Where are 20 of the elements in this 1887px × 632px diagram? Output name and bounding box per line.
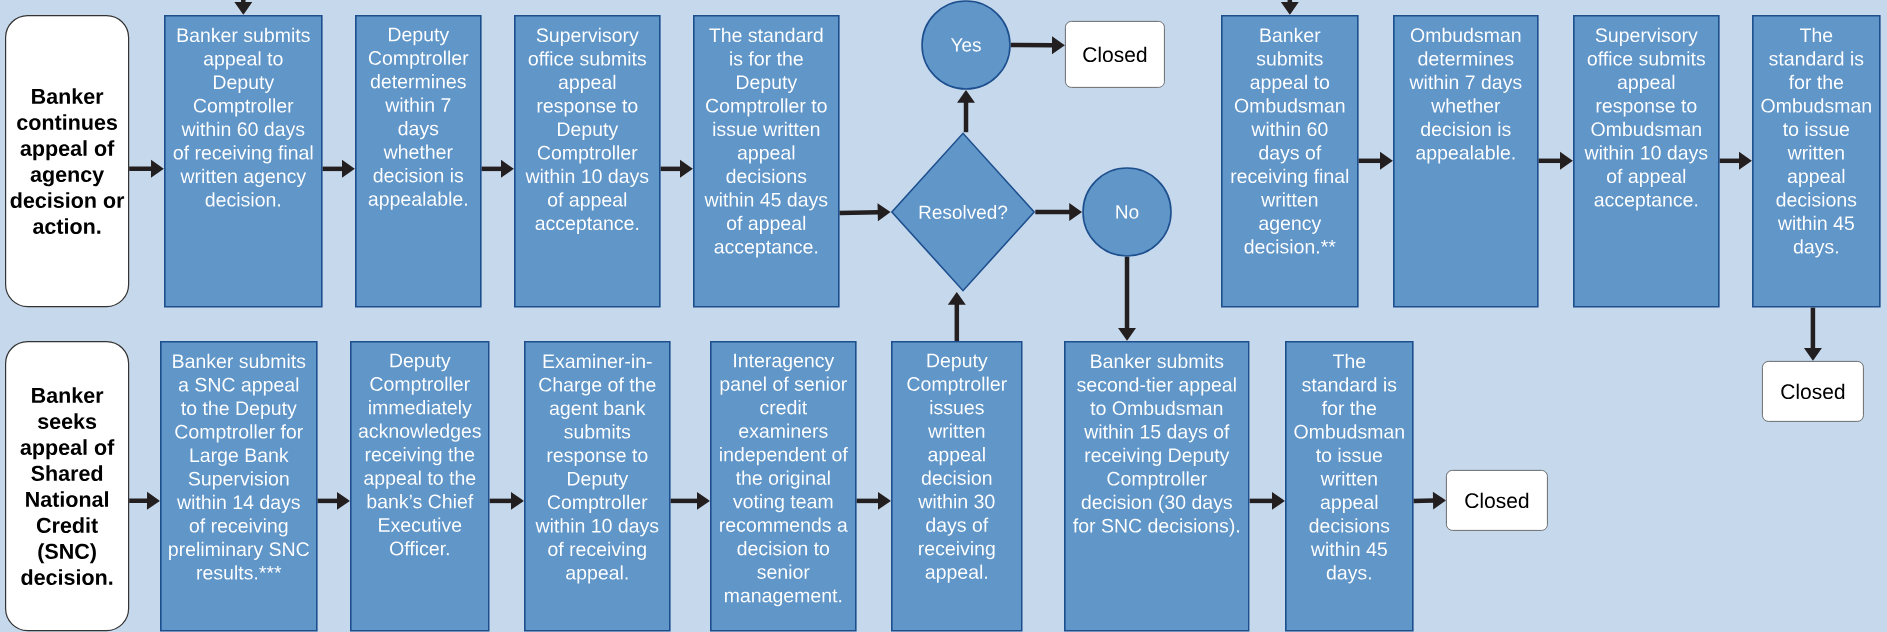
process-box: Banker submits appeal to Ombudsman within 60 days of receiving final written agency decision.** xyxy=(1221,15,1359,308)
end-box: Closed xyxy=(1446,470,1548,531)
start-box: Banker continues appeal of agency decision or action. xyxy=(5,15,130,308)
end-box: Closed xyxy=(1762,361,1864,422)
process-box: The standard is for the Ombudsman to issue written appeal decisions within 45 days. xyxy=(1752,15,1881,308)
process-box: Examiner-in-Charge of the agent bank submits response to Deputy Comptroller within 10 days of receiving appeal. xyxy=(524,341,671,632)
process-box: The standard is for the Deputy Comptroller to issue written appeal decisions within 45 days of appeal acceptance. xyxy=(693,15,840,308)
process-box: Ombudsman determines within 7 days whether decision is appealable. xyxy=(1393,15,1539,308)
process-box: Deputy Comptroller immediately acknowledges receiving the appeal to the bank’s Chief Executive Officer. xyxy=(350,341,490,632)
process-box: Supervisory office submits appeal response to Ombudsman within 10 days of appeal acceptance. xyxy=(1573,15,1720,308)
process-box: Banker submits appeal to Deputy Comptroller within 60 days of receiving final written agency decision. xyxy=(164,15,323,308)
process-box: Supervisory office submits appeal response to Deputy Comptroller within 10 days of appeal acceptance. xyxy=(514,15,661,308)
process-box: Banker submits second-tier appeal to Ombudsman within 15 days of receiving Deputy Comptroller decision (30 days for SNC decisions). xyxy=(1064,341,1250,632)
process-box: Banker submits a SNC appeal to the Deputy Comptroller for Large Bank Supervision within 14 days of receiving preliminary SNC results.*** xyxy=(160,341,318,632)
process-box: The standard is for the Ombudsman to issue written appeal decisions within 45 days. xyxy=(1285,341,1414,632)
process-box: Deputy Comptroller determines within 7 days whether decision is appealable. xyxy=(355,15,482,308)
process-box: Interagency panel of senior credit examiners independent of the original voting team recommends a decision to senior management. xyxy=(710,341,857,632)
process-box: Deputy Comptroller issues written appeal decision within 30 days of receiving appeal. xyxy=(891,341,1023,632)
start-box: Banker seeks appeal of Shared National Credit (SNC) decision. xyxy=(5,341,130,632)
end-box: Closed xyxy=(1065,21,1165,88)
